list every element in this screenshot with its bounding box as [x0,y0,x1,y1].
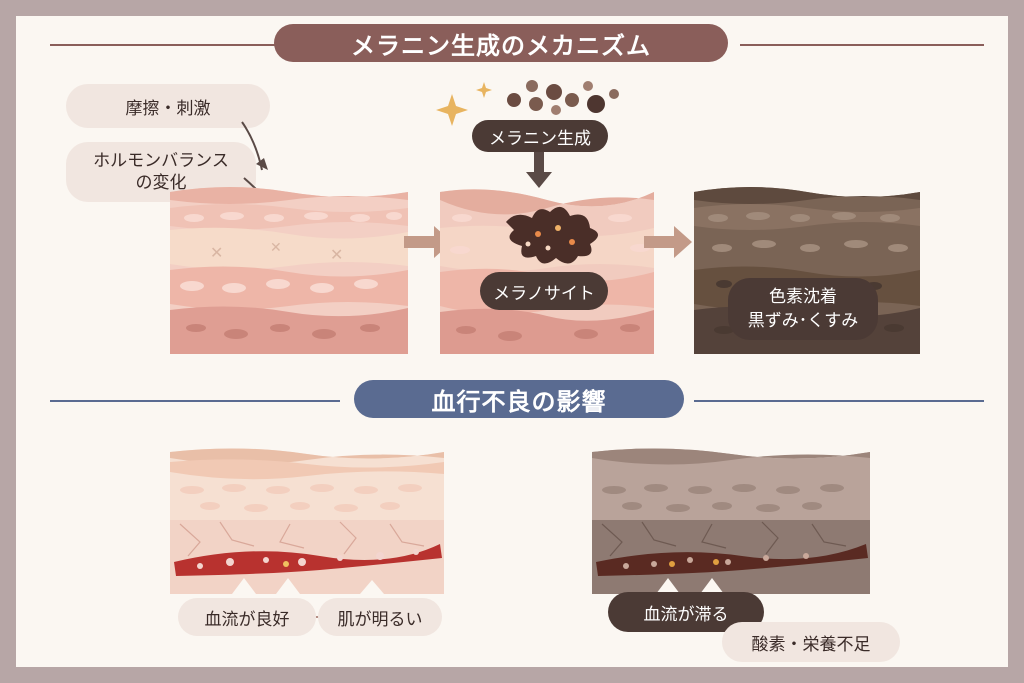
pigmentation-line2: 黒ずみ･くすみ [747,311,859,331]
cause-hormone-label: ホルモンバランス の変化 [93,151,229,193]
melanin-section-title: メラニン生成のメカニズム [274,24,728,62]
cause-hormone: ホルモンバランス の変化 [66,142,256,202]
right-arrow-icon-2 [644,226,692,258]
oxygen-nutrient-deficiency-label: 酸素・栄養不足 [722,622,900,662]
melanin-production-label: メラニン生成 [472,120,608,152]
pigmentation-result: 色素沈着 黒ずみ･くすみ [728,278,878,340]
melanocyte-label: メラノサイト [480,272,608,310]
pigmentation-line1: 色素沈着 [769,287,837,307]
cause-friction: 摩擦・刺激 [66,84,270,128]
melanin-granules-icon [507,80,619,115]
skin-poor-circulation [592,448,870,594]
skin-good-circulation [170,448,444,594]
skin-cross-section-melanocyte [440,189,654,354]
divider-left-2 [50,400,340,402]
blood-section-title: 血行不良の影響 [354,380,684,418]
divider-right [740,44,984,46]
bright-skin-label: 肌が明るい [318,598,442,636]
divider-right-2 [694,400,984,402]
good-circulation-label: 血流が良好 [178,598,316,636]
svg-text:✕: ✕ [270,240,282,256]
divider-left [50,44,278,46]
down-arrow-icon [526,152,552,188]
skin-cross-section-normal: ✕ ✕ ✕ [170,187,408,354]
sparkle-icon [436,82,492,126]
svg-text:✕: ✕ [330,245,343,264]
svg-text:✕: ✕ [210,243,223,262]
infographic-card: メラニン生成のメカニズム 摩擦・刺激 ホルモンバランス の変化 メラニン生成 [16,16,1008,667]
